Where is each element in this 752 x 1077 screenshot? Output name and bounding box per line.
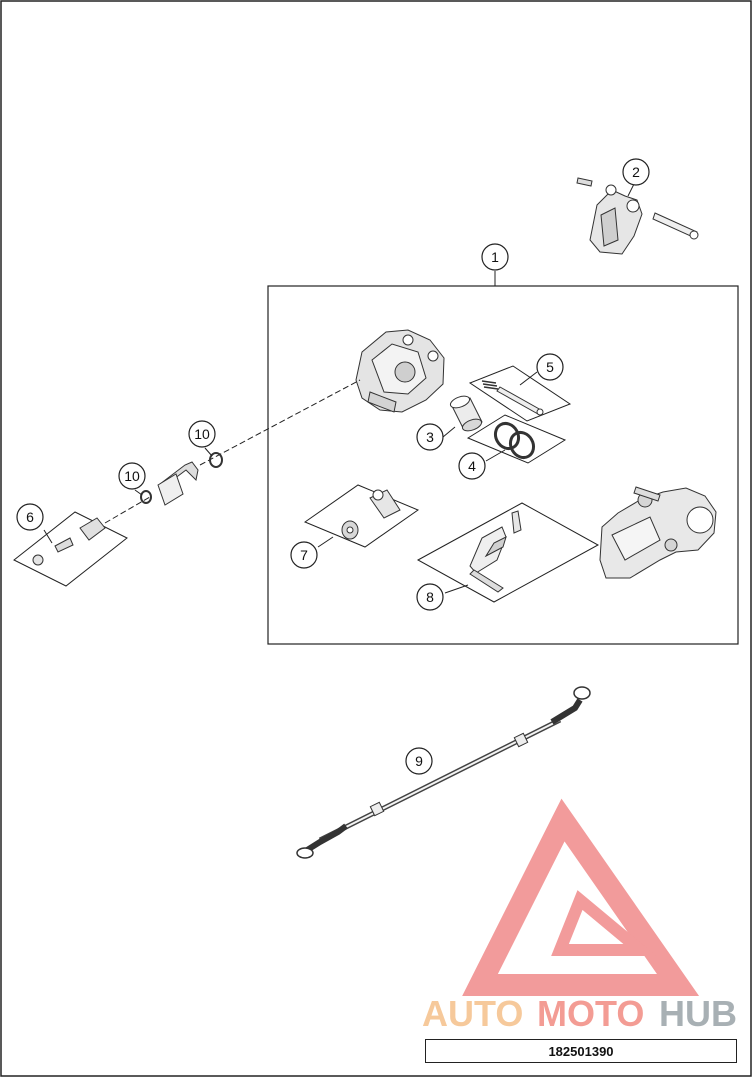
seals-part <box>466 414 567 464</box>
watermark-text-moto: MOTO <box>537 993 644 1034</box>
callout-7: 7 <box>290 541 318 569</box>
svg-text:3: 3 <box>426 429 434 445</box>
svg-text:9: 9 <box>415 753 423 769</box>
callout-9: 9 <box>405 747 433 775</box>
reference-number: 182501390 <box>548 1043 614 1059</box>
callout-2: 2 <box>622 158 650 186</box>
svg-text:8: 8 <box>426 589 434 605</box>
hose-fittings-part <box>13 511 128 587</box>
caliper-body-part <box>355 329 445 413</box>
callout-10-upper: 10 <box>188 420 216 448</box>
callout-1: 1 <box>481 243 509 271</box>
callout-5: 5 <box>536 353 564 381</box>
kit-box <box>267 285 739 645</box>
callout-10-lower: 10 <box>118 462 146 490</box>
watermark-text-hub: HUB <box>659 993 737 1034</box>
svg-text:10: 10 <box>194 426 210 442</box>
svg-text:1: 1 <box>491 249 499 265</box>
banjo-fitting-part <box>104 379 361 524</box>
pins-part <box>468 365 572 422</box>
reference-number-box: 182501390 <box>425 1039 737 1063</box>
piston-part <box>449 395 483 432</box>
svg-text:2: 2 <box>632 164 640 180</box>
callout-8: 8 <box>416 583 444 611</box>
watermark-logo: AUTO MOTO HUB <box>422 798 737 1034</box>
leader-lines <box>43 183 635 594</box>
caliper-bracket-part <box>576 177 699 255</box>
svg-text:7: 7 <box>300 547 308 563</box>
callout-3: 3 <box>416 423 444 451</box>
callout-6: 6 <box>16 503 44 531</box>
caliper-assembly-part <box>599 486 717 579</box>
callout-4: 4 <box>458 452 486 480</box>
svg-text:6: 6 <box>26 509 34 525</box>
svg-text:4: 4 <box>468 458 476 474</box>
svg-text:5: 5 <box>546 359 554 375</box>
brake-pads-part <box>416 502 600 603</box>
brake-hose-part <box>296 686 591 859</box>
watermark-text-auto: AUTO <box>422 993 523 1034</box>
svg-text:10: 10 <box>124 468 140 484</box>
bleeder-part <box>303 484 420 548</box>
